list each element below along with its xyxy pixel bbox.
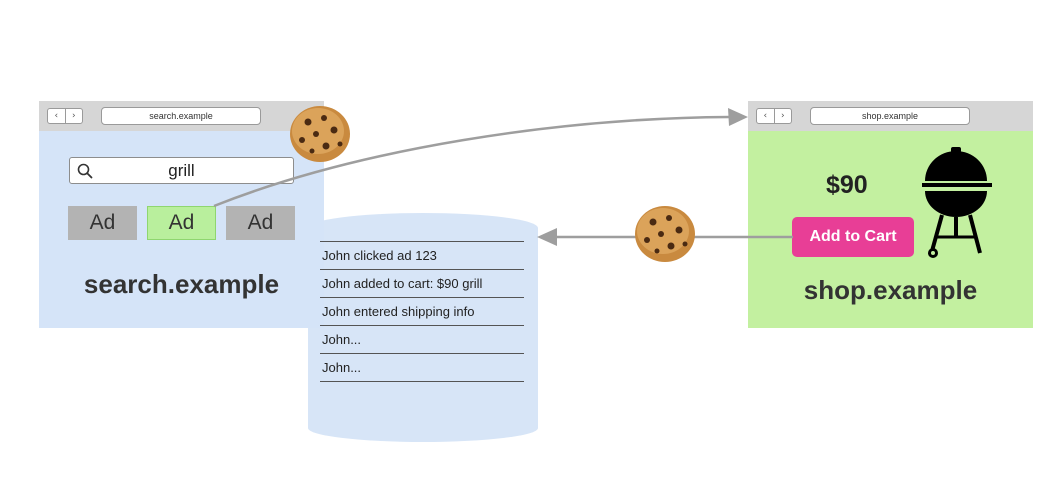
ad-slot-left[interactable]: Ad xyxy=(68,206,137,240)
log-entry: John clicked ad 123 xyxy=(320,242,524,270)
search-query: grill xyxy=(168,161,195,180)
address-bar[interactable]: search.example xyxy=(101,107,261,125)
search-icon xyxy=(77,163,93,179)
tracking-log: John clicked ad 123 John added to cart: … xyxy=(320,241,524,382)
site-label-search: search.example xyxy=(83,269,280,299)
address-bar[interactable]: shop.example xyxy=(810,107,970,125)
nav-buttons: ‹ › xyxy=(47,108,83,124)
ad-slot-clicked[interactable]: Ad xyxy=(147,206,216,240)
browser-toolbar: ‹ › shop.example xyxy=(748,101,1033,131)
log-entry: John added to cart: $90 grill xyxy=(320,270,524,298)
forward-button[interactable]: › xyxy=(64,109,83,123)
nav-buttons: ‹ › xyxy=(756,108,792,124)
ad-slot-right[interactable]: Ad xyxy=(226,206,295,240)
grill-icon xyxy=(922,147,992,258)
forward-button[interactable]: › xyxy=(773,109,792,123)
browser-toolbar: ‹ › search.example xyxy=(39,101,324,131)
log-entry: John entered shipping info xyxy=(320,298,524,326)
back-button[interactable]: ‹ xyxy=(54,111,59,121)
log-top-rule xyxy=(320,241,524,242)
cookie-icon xyxy=(290,106,350,162)
site-label-shop: shop.example xyxy=(803,275,978,305)
back-button[interactable]: ‹ xyxy=(763,111,768,121)
add-to-cart-button[interactable]: Add to Cart xyxy=(792,217,914,257)
search-input[interactable]: grill xyxy=(69,157,294,184)
product-price: $90 xyxy=(826,171,868,199)
cookie-icon xyxy=(635,206,695,262)
log-entry: John... xyxy=(320,326,524,354)
log-entry: John... xyxy=(320,354,524,382)
search-browser-window: ‹ › search.example grill Ad Ad Ad search… xyxy=(39,101,324,328)
shop-browser-window: ‹ › shop.example $90 Add to Cart shop.ex… xyxy=(748,101,1033,328)
